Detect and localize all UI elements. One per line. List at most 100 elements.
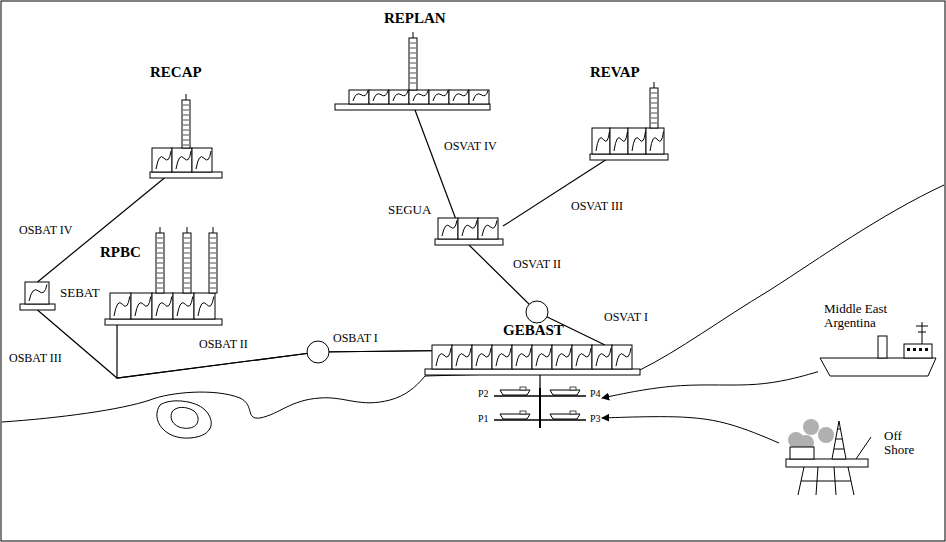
node-illustration [425,345,640,375]
pipeline [415,110,455,218]
tanker-ship: Middle East Argentina [818,300,940,378]
tank-mark [596,132,610,152]
pump-station [307,341,329,363]
storage-tank [492,345,512,369]
storage-tank [592,128,610,154]
storage-tank [592,345,612,369]
node-label: RPBC [100,244,141,261]
tank-mark [433,91,448,102]
tower-rung [210,273,216,274]
moored-ship [550,414,580,419]
tank-mark [516,348,531,366]
storage-tank [572,345,592,369]
node-label: P4 [590,388,601,399]
node-label: P3 [590,413,601,424]
coastline [2,185,944,422]
node-label: REPLAN [384,10,446,27]
tower-rung [184,283,190,284]
ship-cabin [570,411,576,414]
refinery: REPLAN [335,90,490,110]
storage-tank [472,345,492,369]
ship-antenna [916,326,928,332]
smoke [803,419,819,435]
storage-tank [610,128,628,154]
tower-rung [157,283,163,284]
tower-rung [183,110,189,111]
tank-mark [576,348,591,366]
distillation-tower [209,233,217,293]
ship-window [913,348,916,351]
tower-rung [410,53,416,54]
node-label: SEBAT [60,286,100,300]
pipeline [503,160,606,226]
storage-tank [628,128,646,154]
ship-cabin [520,411,526,414]
storage-tank [438,218,458,239]
tower-rung [210,248,216,249]
island [157,401,211,438]
tank-mark [453,91,468,102]
tank-mark [177,297,193,317]
tower-rung [410,73,416,74]
tower-rung [157,288,163,289]
storage-tank [369,90,389,104]
tower-rung [157,263,163,264]
tower-rung [210,238,216,239]
tank-base [20,304,55,310]
tank-mark [536,348,551,366]
storage-tank [612,345,632,369]
rig-derrick [832,421,846,459]
storage-tank [429,90,449,104]
ship-bridge [904,344,932,358]
distillation-tower [182,100,190,148]
node-label: REVAP [590,64,640,81]
tank-mark [196,151,211,169]
tower-stack [187,227,188,233]
tower-rung [410,58,416,59]
tower-rung [210,283,216,284]
tank-mark [29,285,47,302]
tower-rung [184,253,190,254]
storage-tank [131,293,152,319]
tower-rung [183,120,189,121]
pipeline-label: OSBAT II [198,338,249,351]
tank-mark [442,220,457,236]
tank-mark [393,91,408,102]
supply-arrow [602,372,818,398]
island [171,407,198,428]
storage-tank [25,282,49,304]
storage-tank [192,148,212,172]
ship-hull [820,358,936,376]
tower-rung [157,268,163,269]
node-label: SEGUA [388,203,431,217]
tower-rung [651,93,657,94]
pipeline-label: OSVAT IV [443,140,498,153]
pump-station [526,301,548,323]
tower-rung [651,108,657,109]
tank-mark [156,297,172,317]
pipeline-label: OSVAT I [603,311,649,324]
tower-rung [183,125,189,126]
node-illustration [590,128,668,160]
offshore-platform: Off Shore [776,415,926,495]
tower-rung [184,288,190,289]
pier-spine [539,388,541,428]
tower-rung [184,263,190,264]
tower-rung [157,278,163,279]
tower-rung [651,103,657,104]
tower-rung [410,83,416,84]
tank-mark [413,91,428,102]
tower-rung [651,118,657,119]
ship-cabin [520,387,526,390]
tower-rung [410,43,416,44]
storage-tank [458,218,478,239]
ship-window [907,348,910,351]
distillation-tower [156,233,164,293]
pipeline-label: OSVAT III [570,200,624,213]
pipeline [469,245,605,345]
tank-mark [596,348,611,366]
tower-rung [157,273,163,274]
ship-funnel [878,336,887,358]
tower-rung [157,258,163,259]
terminal: SEGUA [435,218,503,245]
